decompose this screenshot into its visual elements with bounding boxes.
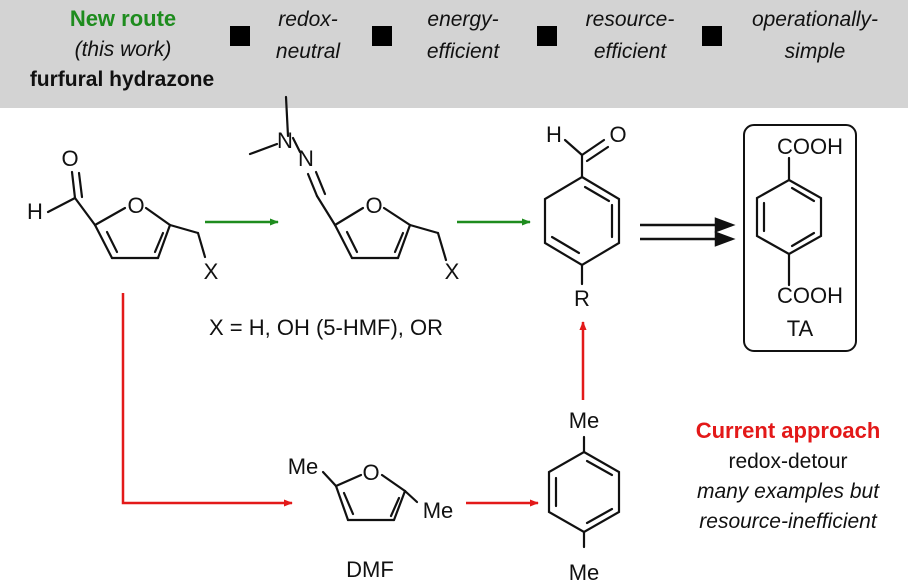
hydrazone-n2: N [298,146,314,171]
furfural-ring-o: O [127,193,144,218]
dmf-me-left: Me [288,454,319,479]
ta-cooh-bottom: COOH [777,283,843,308]
xylene-me-bottom: Me [569,560,600,584]
new-route-subtitle: (this work) [74,38,172,61]
current-approach-title: Current approach [695,418,881,443]
current-approach-line1: redox-detour [728,450,848,473]
new-route-title: New route [69,6,177,31]
hydrazone-n1: N [277,128,293,153]
hydrazone-structure [248,95,448,262]
feature-redox-neutral-2: neutral [275,40,341,63]
feature-resource-efficient-2: efficient [593,40,667,63]
furfural-aldehyde-o: O [61,146,78,171]
xylene-me-top: Me [569,408,600,433]
furfural-structure [46,170,207,260]
ta-box [743,124,857,352]
red-arrow-to-dmf [121,293,293,507]
bullet-square [537,26,557,46]
furfural-x: X [204,259,219,284]
ta-label: TA [786,316,814,341]
dmf-me-right: Me [423,498,454,523]
hydrazone-x: X [445,259,460,284]
furfural-aldehyde-h: H [27,199,43,224]
benzaldehyde-o: O [609,122,626,147]
ta-cooh-top: COOH [777,134,843,159]
p-xylene-structure [547,435,621,549]
furfural-hydrazone-label: furfural hydrazone [29,68,215,91]
dmf-ring-o: O [362,460,379,485]
feature-energy-efficient-1: energy- [427,8,499,31]
feature-operationally-simple-1: operationally- [751,8,879,31]
feature-operationally-simple-2: simple [784,40,846,63]
feature-energy-efficient-2: efficient [426,40,500,63]
current-approach-line2: many examples but [696,480,880,503]
terephthalic-acid-structure [755,156,823,287]
dmf-label: DMF [346,557,394,582]
banner [0,0,908,108]
hydrazone-ring-o: O [365,193,382,218]
double-arrow [640,217,736,247]
benzaldehyde-structure [543,138,621,286]
bullet-square [702,26,722,46]
x-definition-label: X = H, OH (5-HMF), OR [208,315,444,340]
feature-resource-efficient-1: resource- [585,8,675,31]
bullet-square [372,26,392,46]
feature-redox-neutral-1: redox- [278,8,338,31]
benzaldehyde-h: H [546,122,562,147]
bullet-square [230,26,250,46]
current-approach-line3: resource-inefficient [699,510,877,533]
benzaldehyde-r: R [574,286,590,311]
dmf-structure [321,470,419,522]
